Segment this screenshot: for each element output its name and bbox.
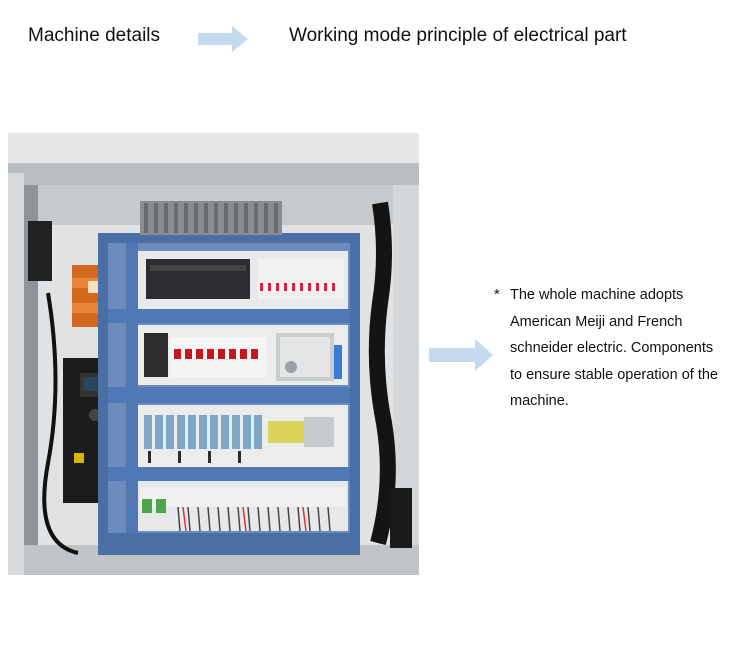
description-text: * The whole machine adopts American Meij… xyxy=(494,282,739,415)
description-line: The whole machine adopts xyxy=(510,287,684,303)
description-line: to ensure stable operation of the xyxy=(510,366,718,383)
description-line: machine. xyxy=(510,393,569,409)
description-line: schneider electric. Components xyxy=(510,340,714,356)
working-mode-heading: Working mode principle of electrical par… xyxy=(289,25,627,46)
right-arrow-icon xyxy=(198,26,250,57)
description-line: American Meiji and French xyxy=(510,313,683,330)
machine-details-heading: Machine details xyxy=(28,25,161,46)
bullet-star: * xyxy=(494,287,500,303)
electrical-cabinet-photo xyxy=(8,133,419,575)
right-arrow-icon xyxy=(429,339,495,376)
